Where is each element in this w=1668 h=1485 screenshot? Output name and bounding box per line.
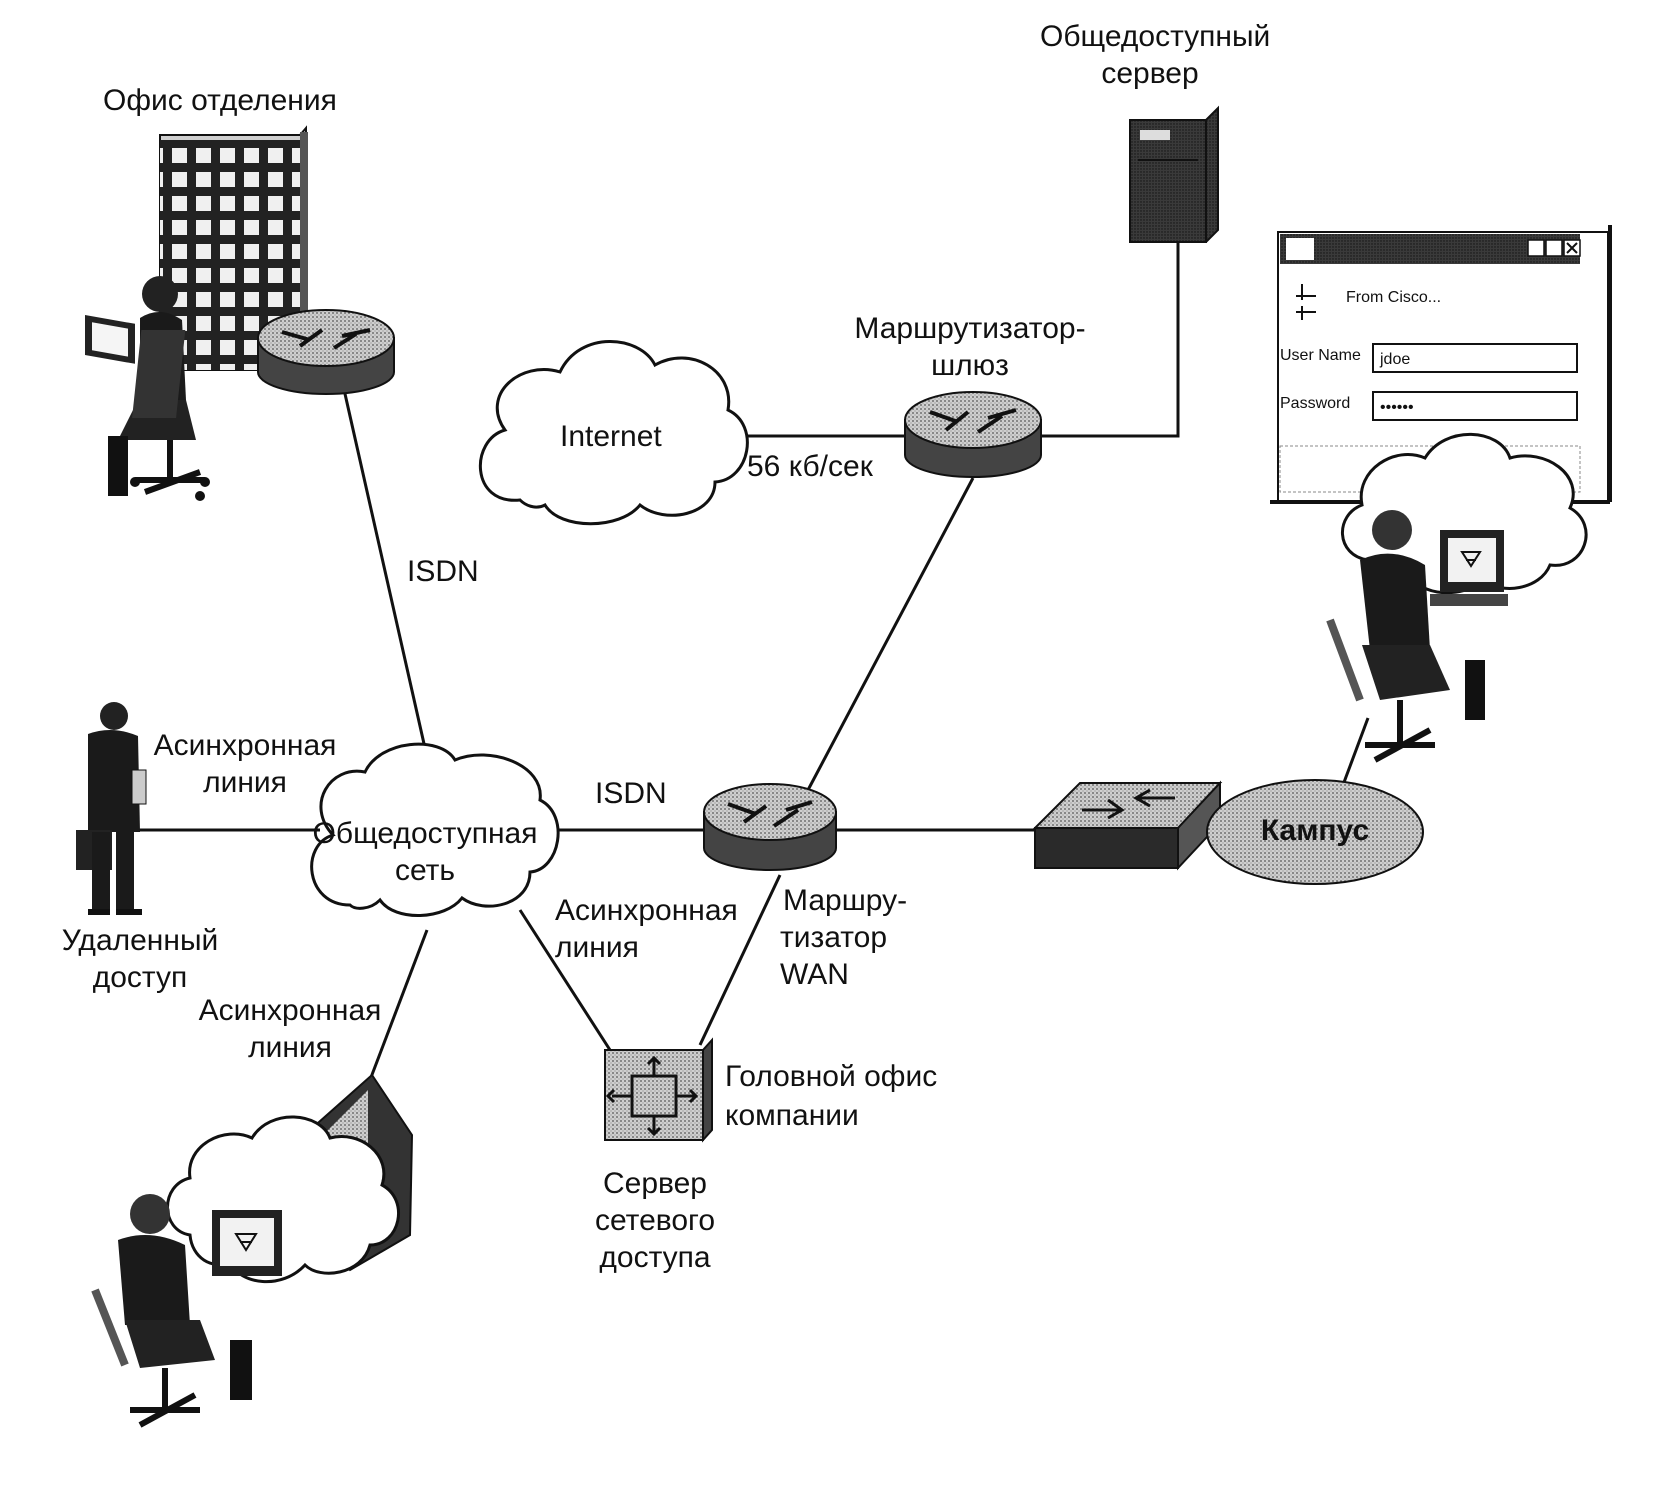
- password-value: ••••••: [1380, 399, 1414, 416]
- access-server-icon: [604, 1037, 713, 1143]
- public-network-cloud-icon: [310, 742, 560, 917]
- public-network-label-line2: сеть: [394, 854, 456, 887]
- access-server-label-line2: сетевого: [594, 1204, 716, 1237]
- internet-cloud-icon: [478, 340, 749, 526]
- branch-office-label: Офис отделения: [103, 84, 337, 117]
- username-value: jdoe: [1379, 351, 1410, 368]
- async-dialup-label-line2: линия: [248, 1031, 332, 1064]
- async-remote-label-line1: Асинхронная: [153, 729, 337, 762]
- dialup-user-cloud-icon: [166, 1115, 400, 1284]
- link-branch-to-public: [341, 384, 429, 758]
- async-remote-label-line2: линия: [203, 766, 287, 799]
- gateway-router-icon: [904, 391, 1042, 478]
- async-nas-label-line2: линия: [555, 931, 639, 964]
- link-wan-to-gateway: [806, 477, 975, 791]
- connection-lines: [130, 242, 1370, 1081]
- campus-switch-icon: [1032, 780, 1223, 871]
- branch-user-icon: [85, 276, 210, 501]
- access-server-label-line1: Сервер: [602, 1167, 707, 1200]
- maximize-icon: [1545, 239, 1563, 257]
- wan-router-label-line2: тизатор: [780, 921, 888, 954]
- username-label: User Name: [1280, 347, 1361, 364]
- campus-user-cloud-icon: [1340, 432, 1588, 595]
- isdn-wan-label: ISDN: [595, 777, 667, 810]
- minimize-icon: [1527, 239, 1545, 257]
- async-dialup-label-line1: Асинхронная: [198, 994, 382, 1027]
- remote-access-label-line1: Удаленный: [61, 924, 219, 957]
- link-public-to-nas: [518, 909, 612, 1051]
- head-office-label-line1: Головной офис: [725, 1060, 938, 1093]
- wan-router-icon: [703, 783, 837, 871]
- link-gateway-to-server: [1040, 242, 1180, 438]
- campus-ellipse-icon: [1206, 779, 1424, 885]
- internet-label: Internet: [560, 420, 662, 453]
- password-label: Password: [1280, 395, 1350, 412]
- public-server-label-line1: Общедоступный: [1040, 20, 1271, 53]
- password-input[interactable]: [1372, 391, 1578, 421]
- connection-arrows-icon: [1296, 284, 1316, 320]
- campus-user-icon: [1326, 510, 1508, 763]
- branch-router-icon: [257, 309, 395, 395]
- public-server-icon: [1129, 105, 1219, 243]
- username-input[interactable]: [1372, 343, 1578, 373]
- link-public-to-dialup: [368, 929, 429, 1081]
- gateway-router-label-line1: Маршрутизатор-: [854, 312, 1086, 345]
- gateway-router-label-line2: шлюз: [931, 349, 1009, 382]
- public-server-label-line2: сервер: [1101, 57, 1199, 90]
- remote-user-icon: [76, 702, 147, 915]
- dialup-user-icon: [91, 1194, 282, 1428]
- wan-router-label-line3: WAN: [780, 958, 849, 991]
- remote-access-label-line2: доступ: [92, 961, 188, 994]
- campus-label: Кампус: [1260, 814, 1370, 847]
- async-nas-label-line1: Асинхронная: [555, 894, 738, 927]
- isdn-branch-label: ISDN: [407, 555, 479, 588]
- link-campus-to-user: [1341, 717, 1370, 786]
- window-app-icon: [1286, 238, 1314, 260]
- public-network-label-line1: Общедоступная: [312, 817, 538, 850]
- speed-label: 56 кб/сек: [747, 450, 873, 483]
- access-server-label-line3: доступа: [599, 1241, 711, 1274]
- wan-router-label-line1: Маршру-: [783, 884, 908, 917]
- head-office-label-line2: компании: [725, 1099, 859, 1132]
- link-wan-to-nas: [698, 874, 782, 1046]
- login-from-text: From Cisco...: [1346, 289, 1441, 306]
